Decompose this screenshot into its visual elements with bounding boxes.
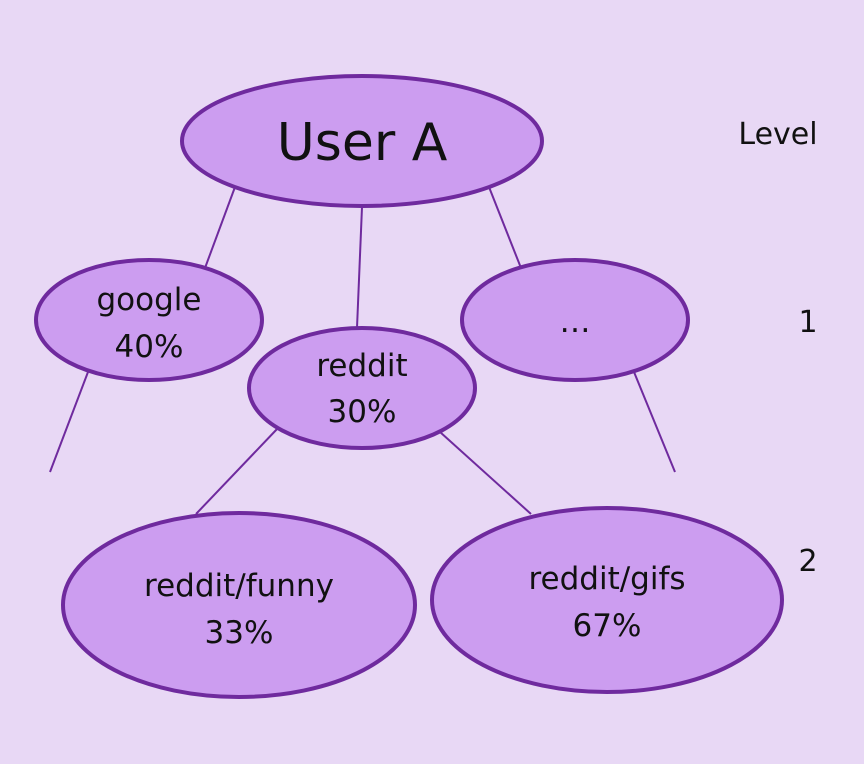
node-google: google 40% <box>34 258 264 382</box>
level-header: Level <box>738 117 817 152</box>
level-2-label: 2 <box>798 544 817 579</box>
node-more-label: … <box>560 304 591 340</box>
edge-reddit-funny <box>195 427 279 515</box>
node-root-label: User A <box>277 113 448 173</box>
node-reddit-funny-label: reddit/funny <box>144 568 334 604</box>
node-more: … <box>460 258 690 382</box>
edge-reddit-gifs <box>439 431 532 515</box>
node-google-label: google <box>97 282 202 318</box>
node-reddit-funny-pct: 33% <box>205 615 274 651</box>
edge-google-child <box>49 371 89 473</box>
edge-root-more <box>488 186 522 269</box>
edge-more-child <box>633 371 676 473</box>
level-1-label: 1 <box>798 305 817 340</box>
node-root: User A <box>180 74 544 208</box>
node-reddit-gifs-pct: 67% <box>573 608 642 644</box>
node-reddit-gifs: reddit/gifs 67% <box>430 506 784 694</box>
node-reddit-label: reddit <box>316 348 407 384</box>
node-reddit: reddit 30% <box>247 326 477 450</box>
node-reddit-pct: 30% <box>328 394 397 430</box>
node-google-pct: 40% <box>115 329 184 365</box>
node-reddit-funny: reddit/funny 33% <box>61 511 417 699</box>
edge-root-google <box>204 186 236 269</box>
node-reddit-gifs-label: reddit/gifs <box>528 561 685 597</box>
